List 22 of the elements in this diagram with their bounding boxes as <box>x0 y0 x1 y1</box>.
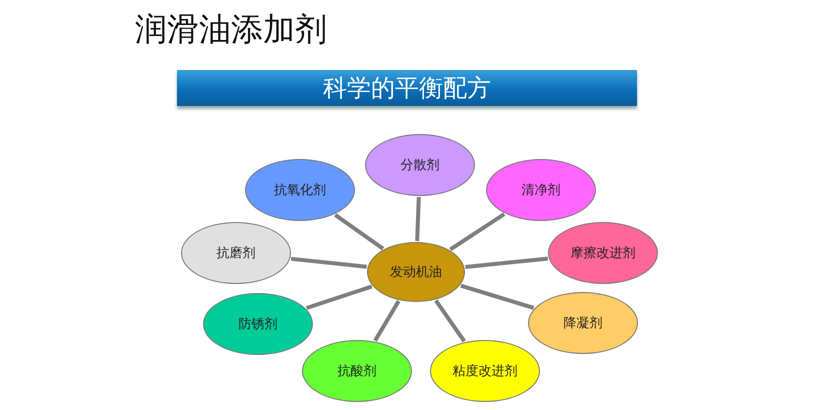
connector-line <box>449 212 506 252</box>
connector-line <box>334 213 384 250</box>
ellipse-label: 抗氧化剂 <box>274 182 326 199</box>
banner-heading: 科学的平衡配方 <box>323 73 491 104</box>
page-title: 润滑油添加剂 <box>135 9 327 50</box>
ellipse-label: 清净剂 <box>522 182 560 199</box>
ellipse-label: 粘度改进剂 <box>452 363 518 380</box>
ellipse-label: 抗磨剂 <box>216 245 256 262</box>
title-banner <box>177 70 637 106</box>
ellipse-label: 摩擦改进剂 <box>570 245 636 262</box>
connector-line <box>373 300 400 342</box>
ellipse-label: 分散剂 <box>400 157 440 174</box>
ellipse-label: 抗酸剂 <box>338 363 376 380</box>
ellipse-label: 降凝剂 <box>564 315 602 332</box>
connector-line <box>465 256 548 269</box>
connector-line <box>415 196 421 242</box>
connector-line <box>290 256 367 269</box>
ellipse-label: 防锈剂 <box>238 316 278 333</box>
ellipse-label: 发动机油 <box>390 264 442 281</box>
connector-line <box>306 284 372 310</box>
connector-line <box>460 284 534 310</box>
connector-line <box>434 299 466 342</box>
